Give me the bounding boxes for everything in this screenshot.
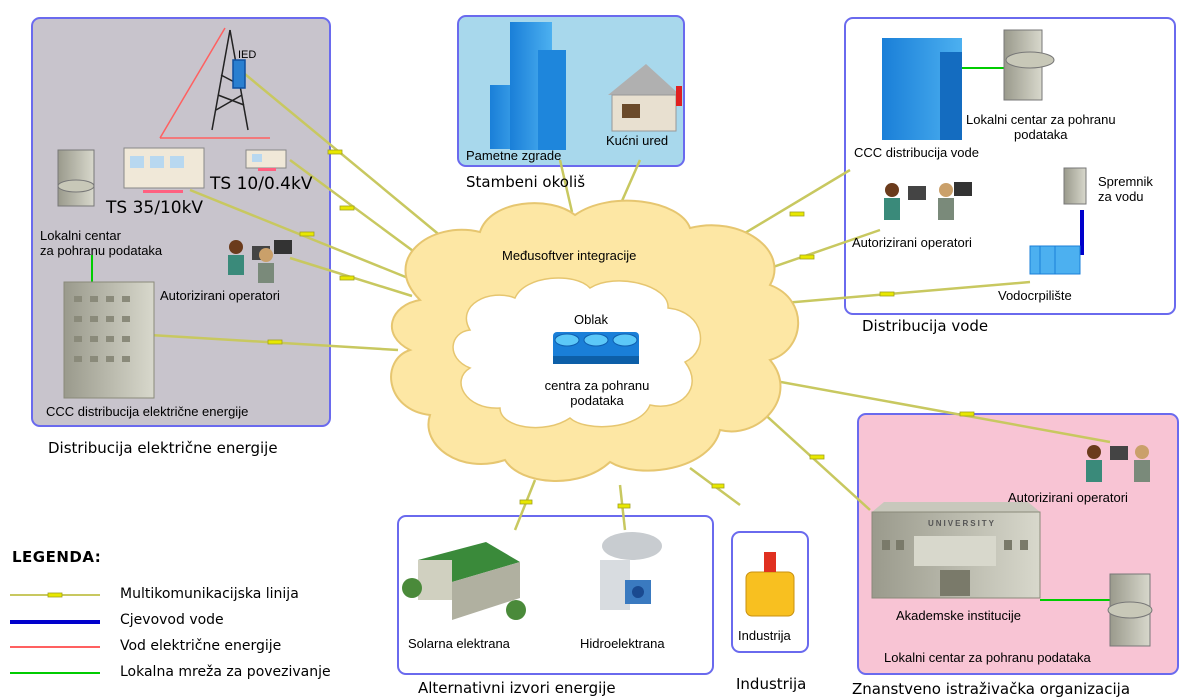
- cloud-title-label: Oblak: [574, 312, 608, 327]
- home-office-label: Kućni ured: [606, 133, 669, 148]
- industry-label: Industrija: [738, 628, 791, 643]
- water-tank-label: Spremnik za vodu: [1098, 174, 1153, 204]
- research-local-center-label: Lokalni centar za pohranu podataka: [884, 650, 1091, 665]
- electricity-caption: Distribucija električne energije: [48, 439, 278, 457]
- water-operators-icon: [884, 182, 972, 220]
- middleware-label: Međusoftver integracije: [502, 248, 637, 263]
- residential-caption: Stambeni okoliš: [466, 173, 586, 191]
- water-line-swatch: [10, 620, 100, 624]
- water-local-center-label: Lokalni centar za pohranu podataka: [966, 112, 1116, 142]
- legend-label: Multikomunikacijska linija: [120, 586, 299, 602]
- datacenter-label: centra za pohranu podataka: [544, 378, 650, 408]
- academic-label: Akademske institucije: [896, 608, 1021, 623]
- research-caption: Znanstveno istraživačka organizacija: [852, 680, 1131, 698]
- research-operators-icon: [1086, 445, 1150, 482]
- line-markers: [267, 149, 975, 509]
- multi-communication-lines: [149, 69, 1111, 531]
- water-operators-label: Autorizirani operatori: [852, 235, 972, 250]
- solar-label: Solarna elektrana: [408, 636, 510, 651]
- water-caption: Distribucija vode: [862, 317, 989, 335]
- hydro-label: Hidroelektrana: [580, 636, 665, 651]
- datacenter-icon: [553, 332, 639, 364]
- electricity-operators-icon: [228, 240, 292, 283]
- electricity-server-icon: [57, 149, 95, 207]
- industry-caption: Industrija: [736, 675, 807, 693]
- water-pump-icon: [1029, 245, 1081, 275]
- substation-10-icon: [245, 149, 287, 171]
- water-ccc-building-icon: [882, 38, 962, 140]
- solar-plant-icon: [402, 542, 526, 620]
- ied-tower-icon: [211, 29, 249, 131]
- legend-label: Lokalna mreža za povezivanje: [120, 664, 331, 680]
- home-office-icon: [608, 64, 682, 132]
- water-server-icon: [1003, 29, 1055, 101]
- substation-35-icon: [123, 147, 205, 193]
- legend-title: LEGENDA:: [12, 548, 102, 566]
- electricity-ccc-building-icon: [63, 281, 155, 399]
- water-pump-label: Vodocrpilište: [998, 288, 1072, 303]
- university-building-icon: [871, 502, 1041, 599]
- smart-buildings-icon: [490, 22, 566, 150]
- electricity-ccc-label: CCC distribucija električne energije: [46, 404, 249, 419]
- water-ccc-label: CCC distribucija vode: [854, 145, 979, 160]
- hydro-plant-icon: [600, 532, 662, 610]
- research-server-icon: [1107, 573, 1153, 647]
- legend-label: Cjevovod vode: [120, 612, 224, 628]
- electricity-local-center-label: Lokalni centar za pohranu podataka: [40, 228, 163, 258]
- research-operators-label: Autorizirani operatori: [1008, 490, 1128, 505]
- power-line-swatch: [10, 646, 100, 648]
- ts35-label: TS 35/10kV: [106, 198, 204, 218]
- industry-icon: [745, 552, 795, 617]
- ied-label: IED: [238, 49, 257, 61]
- power-lines: [159, 27, 270, 139]
- legend-label: Vod električne energije: [120, 638, 282, 654]
- electricity-operators-label: Autorizirani operatori: [160, 288, 280, 303]
- multi-line-swatch: [10, 592, 100, 598]
- ts10-label: TS 10/0.4kV: [210, 174, 313, 194]
- smart-buildings-label: Pametne zgrade: [466, 148, 562, 163]
- water-tank-icon: [1063, 167, 1087, 205]
- lan-line-swatch: [10, 672, 100, 674]
- alternative-caption: Alternativni izvori energije: [418, 679, 616, 697]
- university-sign: UNIVERSITY: [928, 519, 997, 528]
